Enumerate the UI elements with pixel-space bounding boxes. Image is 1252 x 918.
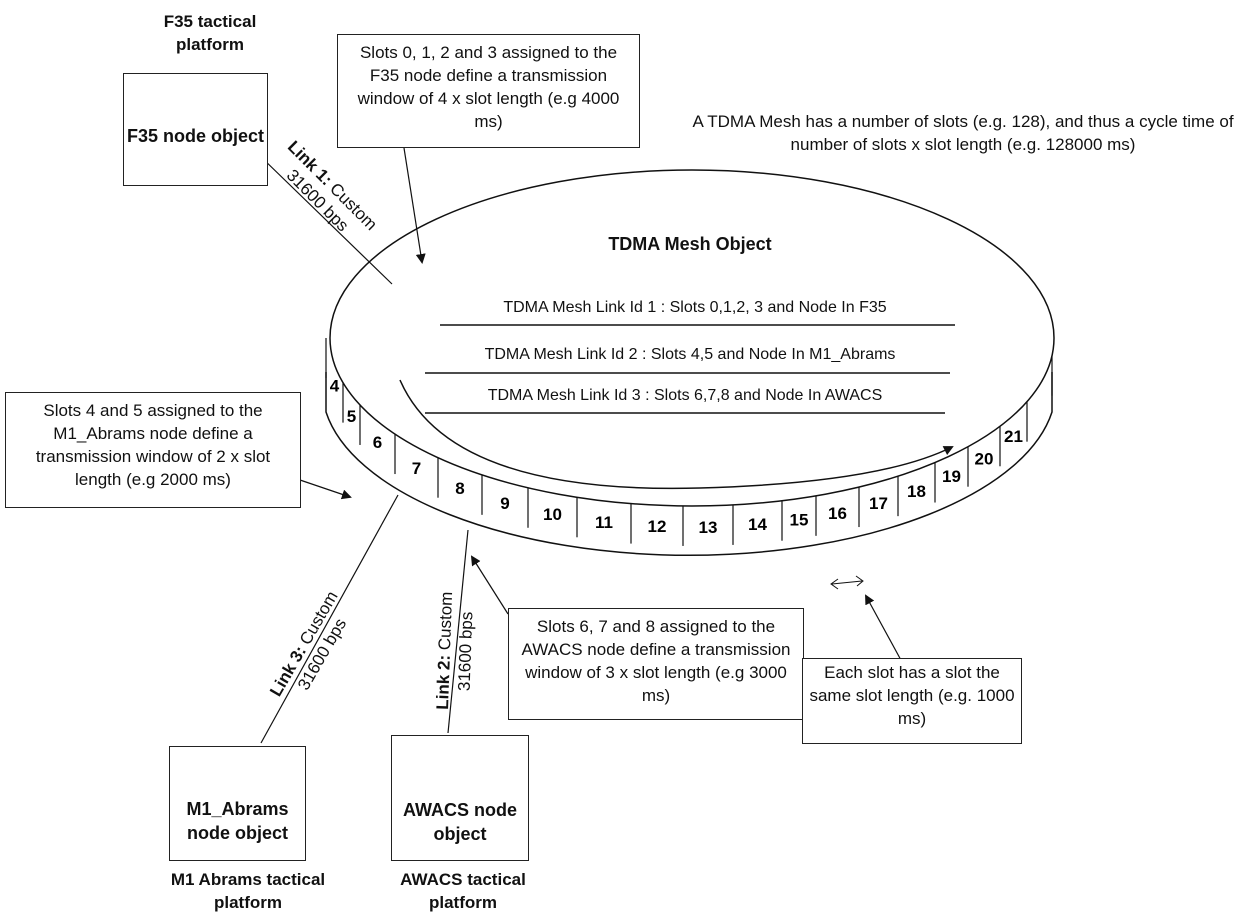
slot-dividers (325, 338, 1053, 546)
link-2-name: Link 2: (432, 654, 454, 710)
slot-number-13: 13 (699, 518, 718, 537)
slot-number-5: 5 (347, 407, 356, 426)
link-2-type: Custom (435, 591, 457, 651)
m1-node-label: M1_Abrams node object (186, 799, 289, 843)
slot-numbers: 456 7 8 9 10 11 12 13 14 15 16 17 18 19 20 21 (330, 376, 1023, 536)
f35-node-label: F35 node object (126, 126, 265, 146)
cycle-note: A TDMA Mesh has a number of slots (e.g. … (692, 112, 1234, 154)
f35-note-arrow (403, 147, 426, 264)
slot-length-note-arrow (865, 594, 903, 663)
slot-number-14: 14 (748, 515, 767, 534)
slot-number-7: 7 (412, 459, 421, 478)
m1-node-box[interactable]: M1_Abrams node object (169, 746, 306, 861)
f35-node-box[interactable]: F35 node object (123, 73, 268, 186)
link-2-rate: 31600 bps (454, 611, 477, 692)
link-1-line (257, 153, 393, 285)
slot-number-12: 12 (648, 517, 667, 536)
slot-number-8: 8 (455, 479, 464, 498)
f35-platform-label: F35 tactical platform (163, 12, 257, 54)
mesh-ellipse (329, 169, 1055, 507)
awacs-node-label: AWACS node object (402, 800, 517, 844)
mesh-entry-3: TDMA Mesh Link Id 3 : Slots 6,7,8 and No… (487, 387, 883, 404)
slot-length-indicator (830, 575, 864, 590)
slot-number-16: 16 (828, 504, 847, 523)
slot-number-4: 4 (330, 376, 340, 395)
awacs-node-box[interactable]: AWACS node object (391, 735, 529, 861)
slot-number-10: 10 (543, 505, 562, 524)
slot-number-17: 17 (869, 494, 888, 513)
slot-length-note: Each slot has a slot the same slot lengt… (802, 658, 1022, 744)
link-3-line (260, 494, 399, 744)
slot-number-15: 15 (790, 510, 809, 529)
mesh-entry-2: TDMA Mesh Link Id 2 : Slots 4,5 and Node… (484, 346, 896, 363)
rotation-arrow (399, 379, 954, 490)
mesh-entry-1: TDMA Mesh Link Id 1 : Slots 0,1,2, 3 and… (503, 299, 887, 316)
slot-number-20: 20 (975, 449, 994, 468)
link-2-label: Link 2: Custom 31600 bps (431, 570, 479, 731)
awacs-slots-note: Slots 6, 7 and 8 assigned to the AWACS n… (508, 608, 804, 720)
m1-note-arrow (299, 479, 352, 500)
slot-number-19: 19 (942, 467, 961, 486)
awacs-note-arrow (470, 555, 509, 615)
awacs-platform-label: AWACS tactical platform (400, 870, 526, 912)
slot-number-6: 6 (373, 433, 382, 452)
link-2-line (447, 529, 469, 734)
f35-slots-note: Slots 0, 1, 2 and 3 assigned to the F35 … (337, 34, 640, 148)
slot-number-18: 18 (907, 482, 926, 501)
m1-slots-note: Slots 4 and 5 assigned to the M1_Abrams … (5, 392, 301, 508)
mesh-title: TDMA Mesh Object (608, 234, 772, 254)
slot-number-9: 9 (500, 494, 509, 513)
slot-number-21: 21 (1004, 427, 1023, 446)
m1-platform-label: M1 Abrams tactical platform (170, 870, 326, 912)
slot-number-11: 11 (595, 513, 613, 532)
